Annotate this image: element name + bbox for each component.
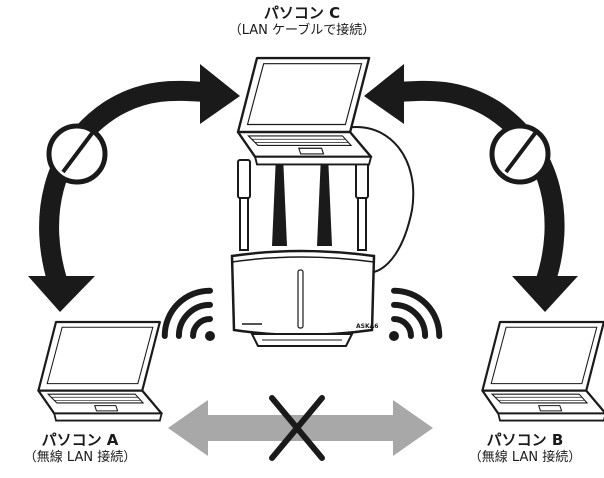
pc-b-connection: （無線 LAN 接続） xyxy=(468,450,582,465)
left-curved-arrow xyxy=(28,64,240,312)
pc-b-label: パソコン B （無線 LAN 接続） xyxy=(446,431,604,467)
circle-ok-icon xyxy=(46,123,108,185)
pc-a-label: パソコン A （無線 LAN 接続） xyxy=(0,431,160,467)
pc-a-connection: （無線 LAN 接続） xyxy=(23,450,137,465)
lan-cable xyxy=(344,125,415,273)
laptop-icon-pc-a xyxy=(37,320,163,422)
laptop-icon-pc-b xyxy=(481,320,604,422)
pc-c-connection: （LAN ケーブルで接続） xyxy=(228,23,376,38)
laptop-icon-pc-c xyxy=(236,56,373,166)
pc-c-name: パソコン C xyxy=(263,4,341,22)
wifi-icon xyxy=(155,281,236,362)
router-icon xyxy=(230,155,376,347)
circle-ok-icon xyxy=(489,123,551,185)
wifi-icon xyxy=(368,281,449,362)
right-curved-arrow xyxy=(364,64,578,312)
pc-a-name: パソコン A xyxy=(41,431,119,449)
router-brand-mark: ASKA6 xyxy=(356,323,378,330)
pc-c-label: パソコン C （LAN ケーブルで接続） xyxy=(190,4,414,40)
pc-b-name: パソコン B xyxy=(486,431,564,449)
cross-icon xyxy=(269,395,325,461)
